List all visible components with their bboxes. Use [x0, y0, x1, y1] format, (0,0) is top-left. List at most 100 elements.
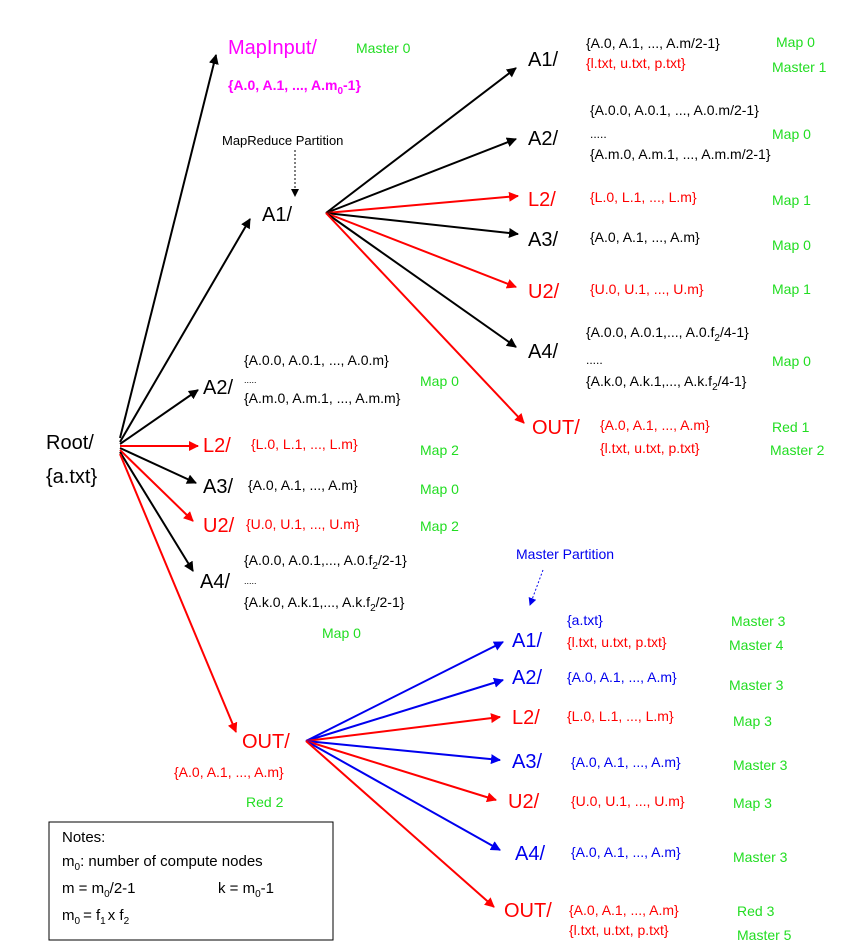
l2t-a3-label: A3/ — [528, 229, 558, 251]
mapinput-set: {A.0, A.1, ..., A.m0-1} — [228, 77, 361, 97]
l2b-a1-label: A1/ — [512, 630, 542, 652]
l2b-a3-set: {A.0, A.1, ..., A.m} — [571, 754, 681, 770]
l2b-out-label: OUT/ — [504, 900, 552, 922]
l2b-u2-set: {U.0, U.1, ..., U.m} — [571, 793, 685, 809]
edge-root-a1 — [119, 218, 251, 443]
l2t-u2-map: Map 1 — [772, 281, 811, 297]
edge-a1-a1 — [325, 67, 517, 214]
l2b-l2-map: Map 3 — [733, 713, 772, 729]
edge-root-a3 — [119, 447, 197, 484]
l2t-a4-line2: {A.k.0, A.k.1,..., A.k.f2/4-1} — [586, 373, 747, 393]
l1-a1-label: A1/ — [262, 204, 292, 226]
l2t-a2-line1: {A.0.0, A.0.1, ..., A.0.m/2-1} — [590, 102, 759, 118]
edge-out-a2 — [305, 677, 504, 742]
l1-a2-label: A2/ — [203, 377, 233, 399]
l2b-a3-label: A3/ — [512, 751, 542, 773]
l2t-out-set2: {l.txt, u.txt, p.txt} — [600, 440, 700, 456]
mapinput-label: MapInput/ — [228, 37, 317, 59]
l2t-u2-set: {U.0, U.1, ..., U.m} — [590, 281, 704, 297]
notes-line1: m0: number of compute nodes — [62, 853, 263, 873]
notes-border — [48, 821, 334, 941]
l2b-a2-label: A2/ — [512, 667, 542, 689]
l2t-a1-label: A1/ — [528, 49, 558, 71]
l2b-u2-map: Map 3 — [733, 795, 772, 811]
l1-out-set: {A.0, A.1, ..., A.m} — [174, 764, 284, 780]
l2b-a1-set2: {l.txt, u.txt, p.txt} — [567, 634, 667, 650]
l2t-a4-map: Map 0 — [772, 353, 811, 369]
l2t-u2-label: U2/ — [528, 281, 560, 303]
l1-a2-dots: ..... — [244, 375, 257, 385]
l1-u2-map: Map 2 — [420, 518, 459, 534]
l1-a4-line1: {A.0.0, A.0.1,..., A.0.f2/2-1} — [244, 552, 407, 572]
l2b-l2-label: L2/ — [512, 707, 540, 729]
edge-out-l2 — [305, 713, 501, 742]
l2b-l2-set: {L.0, L.1, ..., L.m} — [567, 708, 674, 724]
l2t-l2-label: L2/ — [528, 189, 556, 211]
notes-title: Notes: — [62, 829, 105, 846]
root-edges — [119, 54, 251, 733]
l2b-a1-master1: Master 3 — [731, 613, 786, 629]
edge-a1-out — [325, 212, 525, 424]
l1-a4-line2: {A.k.0, A.k.1,..., A.k.f2/2-1} — [244, 594, 405, 614]
l1-a4-label: A4/ — [200, 571, 230, 593]
l2b-out-set2: {l.txt, u.txt, p.txt} — [569, 922, 669, 938]
l1-u2-label: U2/ — [203, 515, 235, 537]
l1-a3-set: {A.0, A.1, ..., A.m} — [248, 477, 358, 493]
l2b-a4-master: Master 3 — [733, 849, 788, 865]
l2t-a1-set1: {A.0, A.1, ..., A.m/2-1} — [586, 35, 720, 51]
edge-root-u2 — [119, 449, 194, 522]
l1-out-label: OUT/ — [242, 731, 290, 753]
edge-root-a4 — [119, 451, 194, 572]
l2t-a4-label: A4/ — [528, 341, 558, 363]
l2b-a2-master: Master 3 — [729, 677, 784, 693]
l2t-out-set1: {A.0, A.1, ..., A.m} — [600, 417, 710, 433]
mapreduce-partition-label: MapReduce Partition — [222, 133, 343, 148]
l2t-l2-map: Map 1 — [772, 192, 811, 208]
a1-edges — [325, 67, 525, 424]
l2t-l2-set: {L.0, L.1, ..., L.m} — [590, 189, 697, 205]
root-label: Root/ — [46, 432, 94, 454]
l2b-a2-set: {A.0, A.1, ..., A.m} — [567, 669, 677, 685]
l2t-a1-set2: {l.txt, u.txt, p.txt} — [586, 55, 686, 71]
edge-a1-u2 — [325, 212, 517, 289]
master-partition-arrow — [528, 569, 544, 606]
l2b-out-set1: {A.0, A.1, ..., A.m} — [569, 902, 679, 918]
l2b-a1-set1: {a.txt} — [567, 612, 603, 628]
edge-a1-l2 — [325, 191, 519, 214]
l1-l2-label: L2/ — [203, 435, 231, 457]
l2t-a2-map: Map 0 — [772, 126, 811, 142]
edge-a1-a4 — [325, 212, 517, 348]
l2t-out-label: OUT/ — [532, 417, 580, 439]
l2t-a4-dots: ..... — [586, 353, 603, 367]
l2b-u2-label: U2/ — [508, 791, 540, 813]
l2t-a4-line1: {A.0.0, A.0.1,..., A.0.f2/4-1} — [586, 324, 749, 344]
l1-a2-line1: {A.0.0, A.0.1, ..., A.0.m} — [244, 352, 389, 368]
notes-box: Notes: m0: number of compute nodes m = m… — [48, 821, 334, 941]
edge-a1-a2 — [325, 137, 517, 214]
l2b-out-master: Master 5 — [737, 927, 792, 943]
mapinput-master: Master 0 — [356, 40, 411, 56]
l2t-a2-line2: {A.m.0, A.m.1, ..., A.m.m/2-1} — [590, 146, 771, 162]
l1-a4-dots: ..... — [244, 576, 257, 586]
edge-out-out — [305, 740, 495, 908]
l2t-a2-label: A2/ — [528, 128, 558, 150]
l2b-a4-set: {A.0, A.1, ..., A.m} — [571, 844, 681, 860]
l2t-a3-set: {A.0, A.1, ..., A.m} — [590, 229, 700, 245]
l2b-a4-label: A4/ — [515, 843, 545, 865]
l1-a3-map: Map 0 — [420, 481, 459, 497]
edge-out-a3 — [305, 740, 501, 765]
l2t-a2-dots: ..... — [590, 127, 607, 141]
l2b-a1-master2: Master 4 — [729, 637, 784, 653]
l1-l2-map: Map 2 — [420, 442, 459, 458]
l2t-a1-map: Map 0 — [776, 34, 815, 50]
out-edges — [305, 641, 504, 908]
edge-root-out — [119, 453, 238, 733]
edge-out-u2 — [305, 740, 497, 803]
edge-out-a4 — [305, 740, 501, 851]
l1-l2-set: {L.0, L.1, ..., L.m} — [251, 436, 358, 452]
l1-a2-line2: {A.m.0, A.m.1, ..., A.m.m} — [244, 390, 401, 406]
l2t-a3-map: Map 0 — [772, 237, 811, 253]
